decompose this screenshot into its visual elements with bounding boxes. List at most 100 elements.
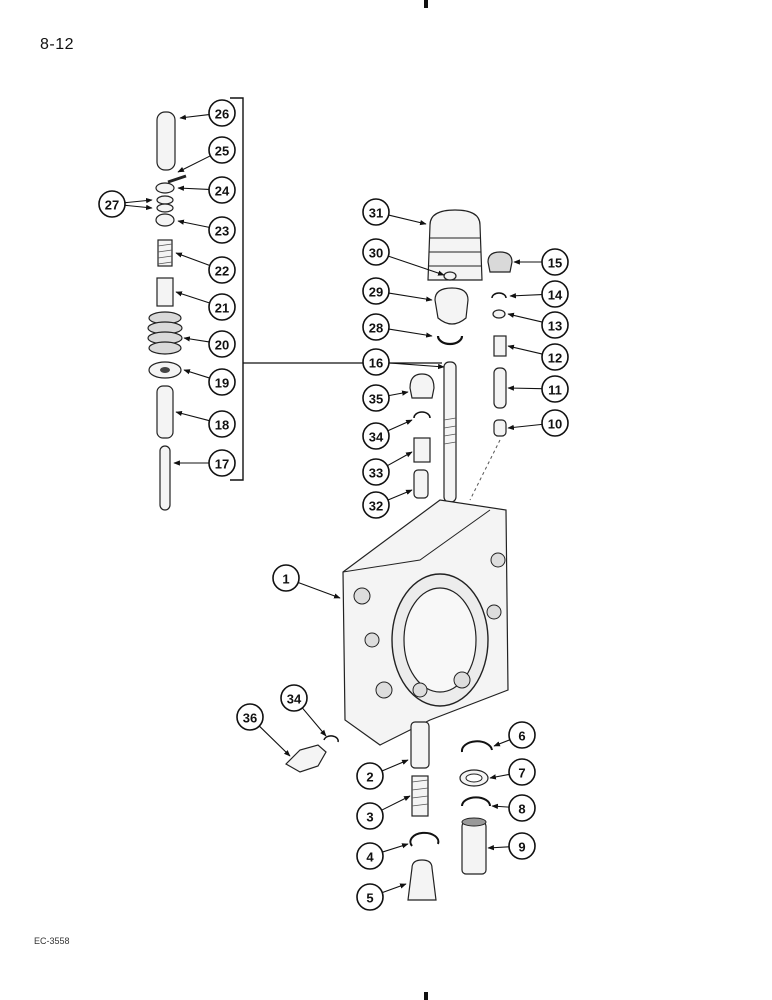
callout-28: 28 — [362, 313, 390, 341]
callout-label: 20 — [215, 338, 229, 353]
leader-line-19 — [183, 369, 210, 379]
leader-line-27 — [124, 204, 153, 211]
leader-line-3 — [381, 795, 411, 811]
leader-line-29 — [388, 292, 433, 302]
leader-line-1 — [297, 581, 341, 599]
part-9-filter — [461, 821, 487, 875]
callout-31: 31 — [362, 198, 390, 226]
callout-10: 10 — [541, 409, 569, 437]
leader-line-30 — [388, 255, 445, 276]
assembly-bracket — [230, 97, 244, 481]
part-11-spool — [493, 367, 507, 409]
callout-32: 32 — [362, 491, 390, 519]
callout-label: 17 — [215, 457, 229, 472]
leader-line-23 — [177, 219, 210, 228]
callout-label: 12 — [548, 351, 562, 366]
callout-label: 8 — [518, 802, 525, 817]
callout-19: 19 — [208, 368, 236, 396]
crop-mark-top — [424, 0, 428, 8]
leader-line-7 — [489, 773, 510, 780]
callout-14: 14 — [541, 280, 569, 308]
leader-line-11 — [507, 385, 543, 391]
callout-label: 31 — [369, 206, 383, 221]
part-14-ring — [491, 292, 507, 299]
part-29-cap — [434, 287, 469, 325]
part-12-spring — [493, 335, 507, 357]
part-35-cap — [409, 373, 435, 399]
callout-35: 35 — [362, 384, 390, 412]
callout-22: 22 — [208, 256, 236, 284]
callout-25: 25 — [208, 136, 236, 164]
callout-label: 19 — [215, 376, 229, 391]
left-valve-assembly — [147, 111, 187, 511]
part-32-plug — [413, 469, 429, 499]
callout-12: 12 — [541, 343, 569, 371]
callout-label: 6 — [518, 729, 525, 744]
callout-34: 34 — [280, 684, 308, 712]
part-13-washer — [492, 309, 506, 319]
leader-line-20 — [183, 336, 210, 343]
leader-line-6 — [493, 739, 511, 747]
callout-27: 27 — [98, 190, 126, 218]
leader-line-8 — [491, 803, 510, 810]
part-8-ring — [461, 796, 491, 807]
callout-29: 29 — [362, 277, 390, 305]
callout-label: 9 — [518, 840, 525, 855]
part-27-ring-a — [156, 195, 174, 205]
callout-5: 5 — [356, 883, 384, 911]
part-36-fitting — [285, 744, 327, 773]
page-number: 8-12 — [40, 36, 75, 53]
callout-label: 30 — [369, 246, 383, 261]
callout-label: 3 — [366, 810, 373, 825]
leader-line-36 — [258, 725, 291, 757]
callout-label: 10 — [548, 417, 562, 432]
callout-34: 34 — [362, 422, 390, 450]
callout-label: 11 — [548, 383, 562, 398]
callout-label: 34 — [369, 430, 384, 445]
leader-line-21 — [175, 291, 210, 304]
callout-label: 18 — [215, 418, 229, 433]
callout-2: 2 — [356, 762, 384, 790]
leader-line-33 — [387, 451, 413, 467]
part-34-ring — [413, 411, 431, 419]
callout-label: 2 — [366, 770, 373, 785]
part-16-stem — [443, 361, 457, 503]
part-22-spring — [157, 239, 173, 267]
part-6-ring — [460, 740, 493, 753]
callout-label: 1 — [282, 572, 289, 587]
callout-15: 15 — [541, 248, 569, 276]
part-21-spring — [156, 277, 174, 307]
callout-label: 24 — [215, 184, 230, 199]
part-25-pin — [167, 174, 187, 184]
callout-label: 23 — [215, 224, 229, 239]
part-5-plug — [407, 859, 437, 901]
callout-label: 22 — [215, 264, 229, 279]
part-30-ring — [443, 271, 457, 281]
callout-label: 32 — [369, 499, 383, 514]
leader-line-22 — [175, 252, 210, 267]
callout-label: 4 — [366, 850, 374, 865]
leader-line-12 — [507, 344, 543, 355]
leader-line-10 — [507, 423, 543, 430]
callout-17: 17 — [208, 449, 236, 477]
callout-label: 29 — [369, 285, 383, 300]
part-18-spool — [156, 385, 174, 439]
callout-label: 14 — [548, 288, 563, 303]
part-10-plug — [493, 419, 507, 437]
callout-8: 8 — [508, 794, 536, 822]
part-1-housing — [342, 499, 509, 746]
part-26-plunger — [156, 111, 176, 171]
callout-3: 3 — [356, 802, 384, 830]
leader-line-25 — [177, 155, 211, 173]
part-34-ring-lower — [323, 735, 339, 743]
callout-label: 36 — [243, 711, 257, 726]
callout-33: 33 — [362, 458, 390, 486]
callout-label: 34 — [287, 692, 302, 707]
leader-line-18 — [175, 410, 210, 422]
callout-30: 30 — [362, 238, 390, 266]
leader-line-24 — [177, 185, 210, 191]
callout-label: 28 — [369, 321, 383, 336]
callout-label: 13 — [548, 319, 562, 334]
leader-line-27 — [124, 197, 153, 204]
